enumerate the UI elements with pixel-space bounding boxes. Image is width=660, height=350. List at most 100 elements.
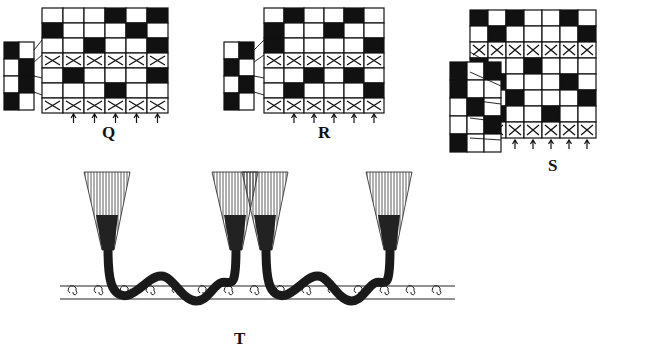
- grid-cell: [224, 93, 239, 110]
- leader-line: [470, 118, 501, 122]
- cross-mark: [347, 56, 361, 65]
- grid-cell: [344, 8, 364, 23]
- grid-cell: [84, 38, 105, 53]
- grid-cell: [364, 83, 384, 98]
- grid-cell: [4, 93, 19, 110]
- grid-cell: [524, 106, 542, 122]
- cross-mark: [87, 101, 102, 110]
- cross-mark: [150, 56, 165, 65]
- leader-line: [254, 76, 264, 78]
- pick-arrow: [134, 114, 139, 123]
- leader-line: [34, 76, 42, 78]
- grid-cell: [147, 83, 168, 98]
- weft-scroll: [224, 286, 233, 295]
- grid-cell: [484, 80, 501, 98]
- pick-arrow: [113, 114, 118, 123]
- pick-arrow: [513, 140, 518, 149]
- grid-cell: [470, 10, 488, 26]
- pile-section: [60, 172, 455, 301]
- pile-loop: [266, 240, 390, 301]
- weft-scroll: [68, 286, 77, 295]
- pattern-grid: [224, 42, 254, 110]
- grid-cell: [488, 42, 506, 58]
- draft-grid: [42, 8, 168, 113]
- pick-arrow: [585, 140, 590, 149]
- grid-cell: [364, 23, 384, 38]
- grid-cell: [542, 74, 560, 90]
- grid-cell: [239, 93, 254, 110]
- grid-cell: [344, 23, 364, 38]
- grid-cell: [344, 98, 364, 113]
- figure-letter: R: [318, 124, 330, 141]
- pattern-grid: [4, 42, 34, 110]
- grid-cell: [324, 38, 344, 53]
- cross-mark: [581, 125, 593, 135]
- grid-cell: [126, 53, 147, 68]
- grid-cell: [304, 83, 324, 98]
- cross-mark: [150, 101, 165, 110]
- grid-cell: [105, 83, 126, 98]
- grid-cell: [19, 59, 34, 76]
- figure-letter: Q: [102, 124, 115, 141]
- grid-cell: [264, 23, 284, 38]
- grid-cell: [105, 68, 126, 83]
- grid-cell: [542, 10, 560, 26]
- grid-cell: [324, 8, 344, 23]
- cross-mark: [367, 56, 381, 65]
- grid-cell: [147, 38, 168, 53]
- grid-cell: [470, 42, 488, 58]
- cross-mark: [581, 45, 593, 55]
- grid-cell: [542, 90, 560, 106]
- grid-cell: [264, 98, 284, 113]
- grid-cell: [42, 8, 63, 23]
- grid-cell: [542, 106, 560, 122]
- weft-scroll: [94, 286, 103, 295]
- leader-line: [34, 40, 42, 50]
- pattern-grid: [450, 62, 501, 152]
- grid-cell: [239, 76, 254, 93]
- leader-line: [470, 52, 501, 70]
- grid-cell: [524, 90, 542, 106]
- grid-cell: [105, 53, 126, 68]
- grid-cell: [450, 80, 467, 98]
- grid-cell: [126, 83, 147, 98]
- cross-mark: [66, 101, 81, 110]
- grid-cell: [284, 68, 304, 83]
- grid-cell: [42, 83, 63, 98]
- grid-cell: [84, 53, 105, 68]
- grid-cell: [324, 68, 344, 83]
- grid-cell: [364, 8, 384, 23]
- grid-cell: [126, 8, 147, 23]
- grid-cell: [506, 58, 524, 74]
- grid-cell: [284, 23, 304, 38]
- grid-cell: [542, 26, 560, 42]
- cross-mark: [327, 56, 341, 65]
- cross-mark: [327, 101, 341, 110]
- pick-arrow: [155, 114, 160, 123]
- grid-cell: [126, 38, 147, 53]
- grid-cell: [578, 26, 596, 42]
- grid-cell: [63, 8, 84, 23]
- cross-mark: [473, 45, 485, 55]
- grid-cell: [284, 83, 304, 98]
- grid-cell: [506, 10, 524, 26]
- grid-cell: [63, 83, 84, 98]
- pile-tuft-base: [96, 215, 118, 250]
- grid-cell: [19, 76, 34, 93]
- cross-mark: [563, 45, 575, 55]
- cross-mark: [108, 56, 123, 65]
- grid-cell: [304, 38, 324, 53]
- grid-cell: [19, 93, 34, 110]
- leader-line: [470, 100, 501, 104]
- grid-cell: [4, 42, 19, 59]
- grid-cell: [560, 106, 578, 122]
- grid-cell: [284, 38, 304, 53]
- grid-cell: [578, 74, 596, 90]
- cross-mark: [267, 101, 281, 110]
- grid-cell: [304, 98, 324, 113]
- grid-cell: [239, 42, 254, 59]
- weft-scroll: [432, 286, 441, 295]
- grid-cell: [344, 83, 364, 98]
- cross-mark: [129, 56, 144, 65]
